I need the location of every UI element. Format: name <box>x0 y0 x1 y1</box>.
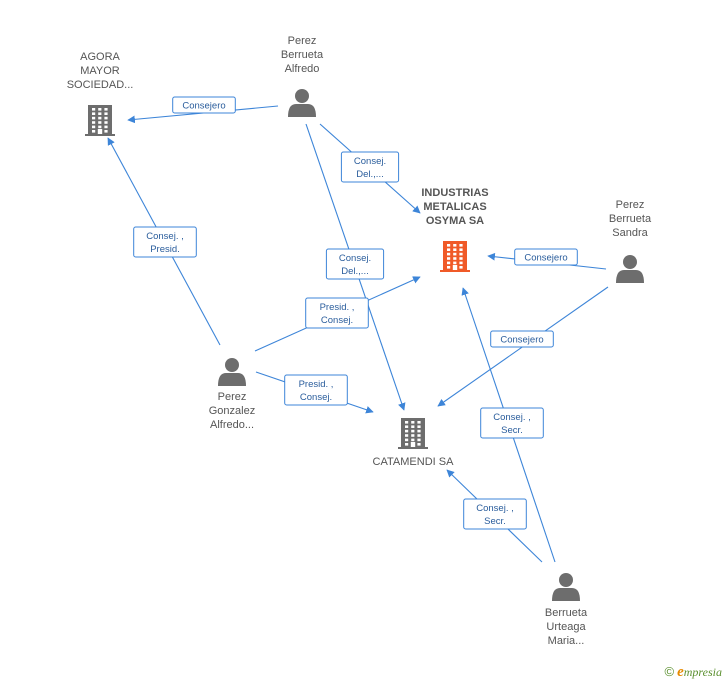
edge-label-text: Del.,... <box>356 169 383 180</box>
edge-perez_gonzalez-to-agora: Consej. , Presid. <box>107 137 221 346</box>
building-icon <box>85 105 115 136</box>
node-berrueta_maria[interactable]: BerruetaUrteagaMaria... <box>545 573 588 647</box>
node-label-line: Perez <box>288 35 317 47</box>
edge-label-text: Consej. <box>354 156 386 167</box>
edge-perez_sandra-to-catamendi: Consejero <box>437 286 609 407</box>
edge-perez_sandra-to-osyma: Consejero <box>487 248 607 270</box>
brand-logo-initial: e <box>677 664 684 680</box>
node-agora[interactable]: AGORA MAYOR SOCIEDAD... <box>67 51 134 136</box>
node-label-line: Maria... <box>548 635 585 647</box>
node-label-line: Berrueta <box>281 49 324 61</box>
person-icon <box>552 573 580 601</box>
copyright-symbol: © <box>664 664 675 679</box>
edge-label-box[interactable] <box>490 330 554 348</box>
node-label-line: Berrueta <box>609 213 652 225</box>
node-label-line: METALICAS <box>423 201 486 213</box>
node-label-line: Alfredo... <box>210 419 254 431</box>
building-icon <box>440 241 470 272</box>
edge-label-text: Presid. , <box>299 379 334 390</box>
node-catamendi[interactable]: CATAMENDI SA <box>373 418 455 468</box>
edge-perez_alfredo-to-catamendi: Consej. Del.,... <box>305 123 406 411</box>
node-osyma[interactable]: INDUSTRIAS METALICAS OSYMA SA <box>421 187 489 272</box>
person-icon <box>288 89 316 117</box>
edge-label-box[interactable] <box>325 248 385 280</box>
node-label-line: Alfredo <box>285 63 320 75</box>
footer-brand: ©empresia <box>665 664 723 681</box>
node-label-line: INDUSTRIAS <box>421 187 488 199</box>
edge-perez_alfredo-to-osyma: Consej. Del.,... <box>319 123 421 214</box>
node-label-line: Berrueta <box>545 607 588 619</box>
person-icon <box>616 255 644 283</box>
node-label-line: MAYOR <box>80 65 120 77</box>
edge-label-text: Consej. <box>339 253 371 264</box>
edge-label-text: Consejero <box>500 335 543 346</box>
node-perez_gonzalez[interactable]: PerezGonzalezAlfredo... <box>209 358 255 431</box>
edge-label-box[interactable] <box>480 407 544 439</box>
edge-label-box[interactable] <box>305 297 369 329</box>
edge-perez_alfredo-to-agora: Consejero <box>127 96 279 124</box>
edge-label-box[interactable] <box>284 374 348 406</box>
brand-logo-text: mpresia <box>683 665 722 679</box>
edges-layer: ConsejeroConsej.Del.,...Consej.Del.,...C… <box>107 96 609 563</box>
node-label-line: Gonzalez <box>209 405 255 417</box>
edge-label-text: Consej. , <box>146 231 184 242</box>
edge-label-box[interactable] <box>172 96 236 114</box>
edge-label-text: Presid. <box>150 244 180 255</box>
node-label-line: SOCIEDAD... <box>67 79 134 91</box>
node-label-line: OSYMA SA <box>426 215 484 227</box>
edge-label-box[interactable] <box>514 248 578 266</box>
nodes-layer: AGORA MAYOR SOCIEDAD... INDUSTRIAS METALICAS… <box>67 35 652 647</box>
edge-label-box[interactable] <box>340 151 400 183</box>
edge-label-box[interactable] <box>133 226 197 258</box>
edge-label-text: Secr. <box>501 425 523 436</box>
edge-label-text: Consejero <box>182 101 225 112</box>
edge-perez_gonzalez-to-catamendi: Presid. , Consej. <box>255 371 374 414</box>
edge-label-text: Consej. <box>321 315 353 326</box>
person-icon <box>218 358 246 386</box>
node-label-line: Sandra <box>612 227 648 239</box>
edge-label-text: Consej. , <box>493 412 531 423</box>
edge-berrueta_maria-to-osyma: Consej. , Secr. <box>461 287 556 563</box>
edge-label-text: Presid. , <box>320 302 355 313</box>
edge-label-box[interactable] <box>463 498 527 530</box>
edge-label-text: Consej. , <box>476 503 514 514</box>
edge-berrueta_maria-to-catamendi: Consej. , Secr. <box>446 469 543 563</box>
building-icon <box>398 418 428 449</box>
edge-label-text: Del.,... <box>341 266 368 277</box>
edge-perez_gonzalez-to-osyma: Presid. , Consej. <box>254 276 421 352</box>
node-label-line: CATAMENDI SA <box>373 456 455 468</box>
node-label-line: Perez <box>218 391 247 403</box>
edge-label-text: Secr. <box>484 516 506 527</box>
edge-label-text: Consej. <box>300 392 332 403</box>
edge-label-text: Consejero <box>524 253 567 264</box>
node-label-line: Perez <box>616 199 645 211</box>
node-label-line: AGORA <box>80 51 120 63</box>
node-label-line: Urteaga <box>546 621 586 633</box>
